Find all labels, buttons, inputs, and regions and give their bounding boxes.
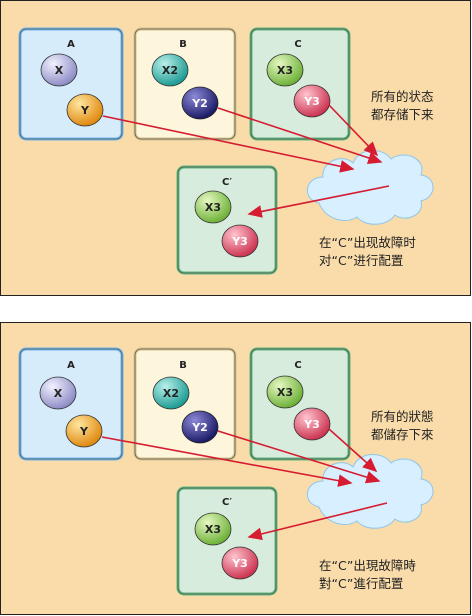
box-c-title: C bbox=[294, 39, 301, 50]
box-b-title: B bbox=[179, 360, 187, 371]
node-y3 bbox=[293, 407, 331, 441]
node-y3-label: Y3 bbox=[303, 95, 320, 108]
box-b-title: B bbox=[179, 39, 187, 50]
node-x3-label: X3 bbox=[277, 386, 293, 399]
node-y3-copy-label: Y3 bbox=[231, 235, 248, 248]
caption-bottom-line1: 在“C”出现故障时 bbox=[319, 235, 416, 250]
caption-top-line2: 都儲存下來 bbox=[371, 427, 434, 442]
node-x3-copy bbox=[194, 190, 232, 224]
node-x-label: X bbox=[54, 387, 63, 400]
arrow-cloud-to-c-prime bbox=[247, 185, 390, 218]
storage-cloud bbox=[307, 454, 434, 529]
diagram-panel-2: A X Y B X2 Y2 C X3 Y3 bbox=[0, 322, 471, 615]
node-y2-label: Y2 bbox=[191, 97, 208, 110]
box-a: A X Y bbox=[18, 27, 124, 141]
node-x3 bbox=[266, 53, 304, 87]
box-a-title: A bbox=[67, 360, 75, 371]
arrow-y2-to-cloud bbox=[217, 430, 381, 484]
node-y3-copy-label: Y3 bbox=[231, 557, 248, 570]
node-y bbox=[65, 414, 103, 448]
caption-bottom-line1: 在“C”出現故障時 bbox=[319, 558, 416, 573]
node-y2 bbox=[181, 410, 219, 444]
box-c: C X3 Y3 bbox=[249, 27, 351, 141]
node-x2 bbox=[152, 376, 190, 410]
diagram-canvas-1: A X Y B X2 Y2 C X3 Y3 bbox=[18, 27, 434, 275]
node-x bbox=[40, 53, 78, 87]
node-y3-label: Y3 bbox=[303, 418, 320, 431]
node-x3-copy-label: X3 bbox=[205, 201, 221, 214]
node-y2-label: Y2 bbox=[191, 421, 208, 434]
box-b: B X2 Y2 bbox=[133, 27, 237, 141]
node-x-label: X bbox=[55, 64, 64, 77]
node-y bbox=[66, 93, 104, 127]
node-y-label: Y bbox=[79, 425, 89, 438]
node-y3-copy bbox=[221, 224, 259, 258]
arrow-y-to-cloud bbox=[101, 436, 353, 487]
node-y-label: Y bbox=[80, 104, 90, 117]
node-y3 bbox=[293, 84, 331, 118]
box-b: B X2 Y2 bbox=[133, 347, 237, 461]
node-x bbox=[39, 376, 77, 410]
node-x3 bbox=[266, 375, 304, 409]
box-c-prime-title: C′ bbox=[222, 177, 232, 188]
caption-top-line1: 所有的状态 bbox=[371, 89, 434, 104]
node-x2-label: X2 bbox=[163, 387, 179, 400]
arrow-y3-to-cloud bbox=[328, 428, 378, 473]
box-c-prime: C′ X3 Y3 bbox=[176, 165, 278, 275]
caption-bottom-line2: 对“C”进行配置 bbox=[319, 253, 403, 268]
box-a-title: A bbox=[67, 39, 75, 50]
node-x3-copy-label: X3 bbox=[205, 523, 221, 536]
caption-bottom-line2: 對“C”進行配置 bbox=[319, 576, 403, 591]
caption-top-line2: 都存储下来 bbox=[371, 107, 434, 122]
diagram-panel-1: A X Y B X2 Y2 C X3 Y3 bbox=[0, 0, 471, 296]
box-c-prime-title: C′ bbox=[222, 497, 232, 508]
box-c: C X3 Y3 bbox=[249, 347, 351, 461]
box-c-title: C bbox=[294, 360, 301, 371]
caption-top-line1: 所有的狀態 bbox=[371, 409, 434, 424]
box-c-prime: C′ X3 Y3 bbox=[176, 486, 278, 596]
arrow-cloud-to-c-prime bbox=[247, 502, 388, 541]
node-y2 bbox=[181, 86, 219, 120]
box-a: A X Y bbox=[18, 347, 124, 461]
storage-cloud bbox=[307, 150, 434, 225]
diagram-canvas-2: A X Y B X2 Y2 C X3 Y3 bbox=[18, 347, 434, 596]
node-x3-copy bbox=[194, 512, 232, 546]
node-x2 bbox=[151, 53, 189, 87]
node-x2-label: X2 bbox=[162, 64, 178, 77]
node-y3-copy bbox=[221, 546, 259, 580]
arrow-y-to-cloud bbox=[102, 115, 355, 173]
arrow-y3-to-cloud bbox=[328, 104, 379, 157]
arrow-y2-to-cloud bbox=[217, 107, 383, 165]
node-x3-label: X3 bbox=[277, 64, 293, 77]
